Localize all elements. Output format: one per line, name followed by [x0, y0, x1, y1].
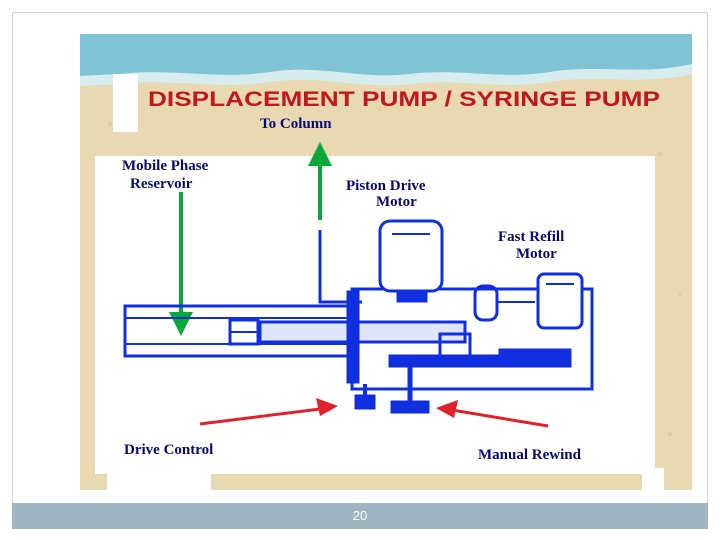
frame-right-line — [707, 12, 708, 503]
reservoir-label-line2: Reservoir — [130, 176, 193, 192]
refill-motor-label-line1: Fast Refill — [498, 229, 564, 245]
diagram-title: DISPLACEMENT PUMP / SYRINGE PUMP — [148, 87, 660, 111]
piston-motor-label-line1: Piston Drive — [346, 178, 426, 194]
reservoir-label-line1: Mobile Phase — [122, 158, 209, 174]
lead-screw — [258, 320, 467, 344]
refill-motor-label-line2: Motor — [516, 246, 557, 262]
manual-rewind-knob — [390, 400, 430, 414]
piston-drive-motor — [378, 219, 444, 293]
to-column-label: To Column — [260, 116, 332, 132]
frame-left-line — [12, 12, 13, 503]
drive-control-label: Drive Control — [124, 442, 213, 458]
white-block-left — [113, 74, 138, 132]
frame-top-line — [12, 12, 708, 13]
manual-rewind-label: Manual Rewind — [478, 447, 582, 463]
drive-control-knob — [354, 394, 376, 410]
fast-refill-motor — [536, 272, 584, 330]
pump-schematic — [123, 219, 594, 414]
white-block-bottom — [107, 474, 211, 490]
sea-wave — [80, 34, 692, 76]
piston-motor-label-line2: Motor — [376, 194, 417, 210]
red-arrows — [199, 398, 549, 428]
sea-foam — [80, 64, 692, 86]
page-number: 20 — [352, 508, 368, 523]
pump-diagram-image: DISPLACEMENT PUMP / SYRINGE PUMP To Colu… — [80, 34, 692, 490]
footer-bar: 20 — [12, 503, 708, 529]
